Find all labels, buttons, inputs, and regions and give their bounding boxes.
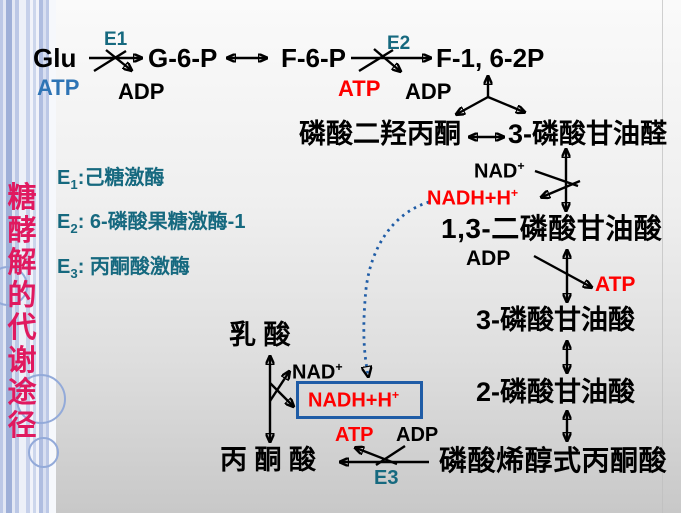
legend-e3-subscript: 3 xyxy=(70,266,78,281)
nadh-highlight-box: NADH+H+ xyxy=(296,381,423,419)
cofactor-atp-pk: ATP xyxy=(335,424,374,446)
legend-e1-subscript: 1 xyxy=(70,177,78,192)
legend-item-e2: E2: 6-磷酸果糖激酶-1 xyxy=(57,205,245,236)
legend-e3-symbol: E xyxy=(57,256,71,278)
circle-decoration-large xyxy=(16,374,66,424)
metabolite-pg3: 3-磷酸甘油酸 xyxy=(476,305,636,335)
arrow-e1-adp-branch xyxy=(105,49,131,70)
arrow-fork-to-gap xyxy=(487,95,524,112)
legend-item-e3: E3: 丙酮酸激酶 xyxy=(57,250,190,281)
cofactor-atp-pgk: ATP xyxy=(595,273,636,296)
metabolite-pg2: 2-磷酸甘油酸 xyxy=(476,377,636,407)
cofactor-atp-hexokinase: ATP xyxy=(37,75,80,100)
cofactor-nad-ldh: NAD+ xyxy=(292,360,343,384)
metabolite-glucose: Glu xyxy=(33,43,77,73)
circle-decoration-small-bottom xyxy=(28,437,59,468)
enzyme-e1-label: E1 xyxy=(104,29,128,50)
legend-item-e1: E1:己糖激酶 xyxy=(57,161,164,192)
cofactor-adp-hexokinase: ADP xyxy=(118,79,165,104)
arrow-adp-to-atp-branch xyxy=(533,254,591,287)
arrow-e2-adp-branch xyxy=(373,48,400,71)
arrow-e3-adp-branch xyxy=(375,444,406,467)
metabolite-pep: 磷酸烯醇式丙酮酸 xyxy=(439,445,668,476)
arrow-e1-atp-branch xyxy=(93,49,127,73)
metabolite-f6p: F-6-P xyxy=(281,43,346,73)
legend-e1-symbol: E xyxy=(57,167,71,189)
arrow-nadh-out-branch xyxy=(542,179,581,197)
cofactor-atp-pfk: ATP xyxy=(338,76,381,101)
metabolite-dhap: 磷酸二羟丙酮 xyxy=(299,119,461,149)
enzyme-e2-label: E2 xyxy=(387,33,411,54)
arrow-fork-to-dhap xyxy=(457,95,489,114)
legend-e3-name: : 丙酮酸激酶 xyxy=(77,256,190,278)
dotted-arrow-nadh-shuttle xyxy=(364,200,430,375)
sidebar-stripes-decoration xyxy=(0,0,56,513)
metabolite-bpg13: 1,3-二磷酸甘油酸 xyxy=(441,213,663,244)
cofactor-adp-pfk: ADP xyxy=(405,79,452,104)
arrow-nad-in-branch xyxy=(534,169,579,188)
metabolite-lactate: 乳 酸 xyxy=(229,320,291,350)
arrow-lactate-nad-branch xyxy=(268,372,289,402)
legend-e2-name: : 6-磷酸果糖激酶-1 xyxy=(77,211,246,233)
cofactor-nadh-ldh: NADH+H+ xyxy=(308,388,400,412)
metabolite-g6p: G-6-P xyxy=(148,43,218,73)
cofactor-adp-pk: ADP xyxy=(396,424,439,446)
cofactor-nadh-gapdh: NADH+H+ xyxy=(427,186,519,210)
circle-decoration-small-top xyxy=(0,266,28,306)
enzyme-e3-label: E3 xyxy=(374,467,399,489)
metabolite-pyruvate: 丙 酮 酸 xyxy=(220,445,317,475)
arrow-e3-atp-branch xyxy=(356,448,398,466)
arrow-lactate-nadh-branch xyxy=(269,382,293,406)
legend-e1-name: :己糖激酶 xyxy=(77,167,165,189)
slide-edge-line xyxy=(662,0,663,513)
cofactor-adp-pgk: ADP xyxy=(466,247,511,270)
legend-e2-symbol: E xyxy=(57,211,71,233)
slide-title-vertical: 糖酵解的代谢途径 xyxy=(7,182,37,442)
cofactor-nad-gapdh: NAD+ xyxy=(474,159,525,183)
legend-e2-subscript: 2 xyxy=(70,221,78,236)
metabolite-f162p: F-1, 6-2P xyxy=(436,43,545,73)
metabolite-gap: 3-磷酸甘油醛 xyxy=(508,119,668,149)
arrow-e2-atp-branch xyxy=(358,48,394,73)
